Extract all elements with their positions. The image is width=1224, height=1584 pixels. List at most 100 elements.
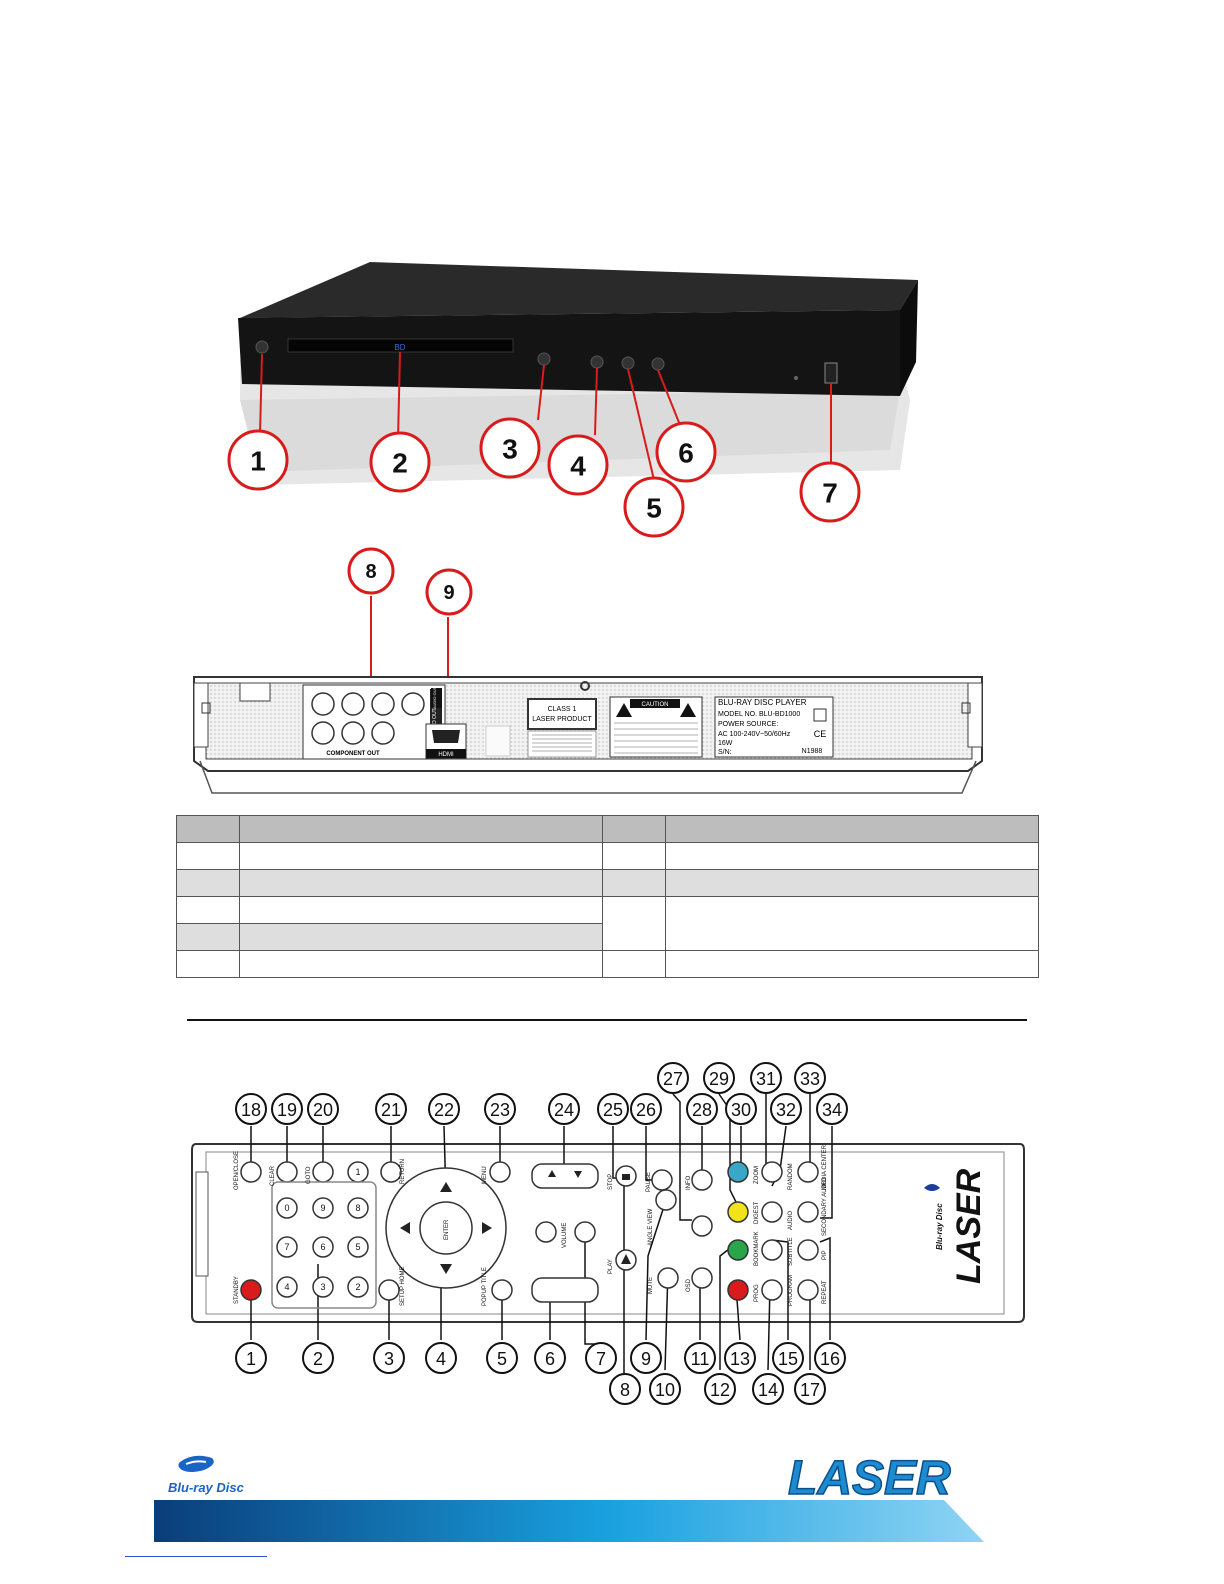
remote-callout-22: 22 <box>428 1093 460 1125</box>
label-osd: OSD <box>686 1278 692 1292</box>
svg-text:19: 19 <box>277 1100 297 1120</box>
remote-callout-30: 30 <box>725 1093 757 1125</box>
class1-line2: LASER PRODUCT <box>532 716 592 723</box>
label-secondary-audio: SECONDARY AUDIO <box>822 1178 828 1236</box>
label-audio: AUDIO <box>788 1211 794 1230</box>
svg-text:27: 27 <box>663 1069 683 1089</box>
svg-text:9: 9 <box>320 1203 325 1213</box>
footer-link-underline[interactable] <box>125 1556 267 1557</box>
tray-logo: BD <box>394 343 405 352</box>
remote-callout-17: 17 <box>794 1373 826 1405</box>
svg-text:33: 33 <box>800 1069 820 1089</box>
caution-label: CAUTION <box>642 702 669 708</box>
svg-text:26: 26 <box>636 1100 656 1120</box>
svg-text:7: 7 <box>822 478 838 509</box>
label-return: RETURN <box>400 1159 406 1184</box>
table-row <box>176 815 1039 843</box>
label-subtitle: SUBTITLE <box>788 1237 794 1266</box>
label-digest: DIGEST <box>754 1201 760 1224</box>
table-cell <box>176 896 240 924</box>
svg-text:4: 4 <box>570 451 586 482</box>
table-cell <box>239 869 603 897</box>
svg-text:34: 34 <box>822 1100 842 1120</box>
table-cell <box>602 815 666 843</box>
label-pause: PAUSE <box>646 1172 652 1192</box>
table-cell <box>176 950 240 978</box>
remote-callout-8: 8 <box>609 1373 641 1405</box>
table-cell <box>176 815 240 843</box>
table-cell <box>176 842 240 870</box>
svg-text:23: 23 <box>490 1100 510 1120</box>
table-cell <box>665 896 1039 951</box>
svg-text:18: 18 <box>241 1100 261 1120</box>
label-media-center: MEDIA CENTER <box>822 1144 828 1190</box>
label-mute: MUTE <box>648 1277 654 1294</box>
audio-out-label: AUDIO OUT <box>432 686 437 709</box>
table-cell <box>602 869 666 897</box>
label-goto: GOTO <box>306 1166 312 1184</box>
remote-callout-4: 4 <box>425 1342 457 1374</box>
remote-callout-23: 23 <box>484 1093 516 1125</box>
footer-brand-text: LASER <box>788 1452 951 1504</box>
remote-callout-14: 14 <box>752 1373 784 1405</box>
section-divider <box>187 1019 1027 1021</box>
spec-table <box>176 815 1039 978</box>
table-cell <box>602 842 666 870</box>
svg-text:5: 5 <box>355 1242 360 1252</box>
footer-bd-logo-text: Blu-ray Disc <box>168 1480 245 1495</box>
svg-text:28: 28 <box>692 1100 712 1120</box>
remote-callout-7: 7 <box>585 1342 617 1374</box>
table-cell <box>602 950 666 978</box>
svg-text:4: 4 <box>284 1282 289 1292</box>
svg-text:3: 3 <box>384 1349 394 1369</box>
callout-front-3: 3 <box>479 417 541 479</box>
table-cell <box>665 815 1039 843</box>
label-menu: MENU <box>482 1166 488 1184</box>
svg-text:30: 30 <box>731 1100 751 1120</box>
rating-ce: CE <box>814 729 827 739</box>
table-cell <box>665 869 1039 897</box>
label-info: INFO <box>686 1175 692 1190</box>
label-angle-view: ANGLE VIEW <box>648 1208 654 1246</box>
label-enter: ENTER <box>444 1219 450 1240</box>
callout-front-5: 5 <box>623 476 685 538</box>
label-pip: PIP <box>822 1250 828 1260</box>
callout-rear-9: 9 <box>425 568 473 616</box>
svg-text:14: 14 <box>758 1380 778 1400</box>
label-open-close: OPEN/CLOSE <box>234 1151 240 1190</box>
remote-callout-34: 34 <box>816 1093 848 1125</box>
remote-callout-5: 5 <box>486 1342 518 1374</box>
label-bookmark: BOOKMARK <box>754 1231 760 1266</box>
label-repeat: REPEAT <box>822 1280 828 1304</box>
table-row <box>176 842 1039 870</box>
svg-text:4: 4 <box>436 1349 446 1369</box>
remote-callout-20: 20 <box>307 1093 339 1125</box>
remote-callout-10: 10 <box>649 1373 681 1405</box>
table-cell <box>176 923 240 951</box>
svg-text:9: 9 <box>641 1349 651 1369</box>
remote-callout-26: 26 <box>630 1093 662 1125</box>
footer-bar <box>154 1500 984 1542</box>
table-cell <box>176 869 240 897</box>
svg-text:5: 5 <box>497 1349 507 1369</box>
callout-front-1: 1 <box>227 429 289 491</box>
svg-text:24: 24 <box>554 1100 574 1120</box>
label-clear: CLEAR <box>270 1165 276 1186</box>
label-random: RANDOM <box>788 1163 794 1190</box>
remote-callout-25: 25 <box>597 1093 629 1125</box>
svg-text:32: 32 <box>776 1100 796 1120</box>
svg-text:6: 6 <box>545 1349 555 1369</box>
svg-text:10: 10 <box>655 1380 675 1400</box>
svg-text:1: 1 <box>250 446 266 477</box>
table-row <box>176 896 1039 951</box>
label-play: PLAY <box>608 1259 614 1274</box>
table-row <box>176 950 1039 978</box>
table-cell <box>239 923 603 951</box>
rating-ac: AC 100-240V~50/60Hz <box>718 731 791 738</box>
svg-text:3: 3 <box>320 1282 325 1292</box>
remote-callout-15: 15 <box>772 1342 804 1374</box>
svg-text:22: 22 <box>434 1100 454 1120</box>
table-cell <box>239 896 603 924</box>
svg-text:16: 16 <box>820 1349 840 1369</box>
label-volume: VOLUME <box>562 1223 568 1248</box>
